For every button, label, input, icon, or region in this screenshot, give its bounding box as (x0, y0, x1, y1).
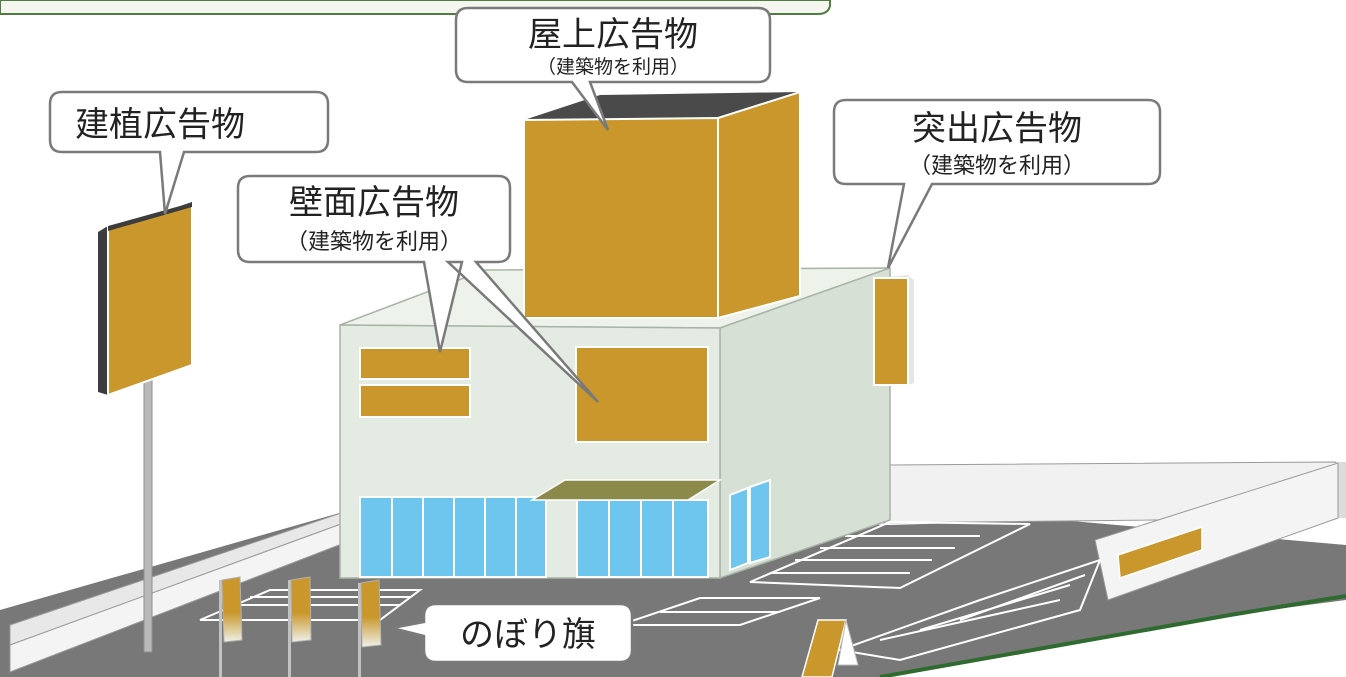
pole-sign (98, 200, 193, 653)
callout-rooftop-sub: （建築物を利用） (537, 56, 689, 78)
callout-rooftop: 屋上広告物 （建築物を利用） (454, 6, 772, 131)
callout-rooftop-bubble (454, 6, 772, 131)
projecting-sign (873, 275, 914, 386)
entrance-awning (529, 479, 723, 501)
a-frame-back (837, 619, 859, 666)
wall-sign-large (575, 346, 709, 443)
callout-pole-bubble (48, 90, 330, 215)
flag (360, 579, 382, 648)
callout-nobori-bubble (391, 602, 634, 664)
rooftop-sign-side (717, 90, 801, 320)
parking-lot (0, 461, 1346, 677)
pole-sign-top (108, 202, 192, 231)
flag-pole (288, 580, 291, 677)
callout-rooftop-title: 屋上広告物 (528, 15, 698, 55)
flag (290, 576, 312, 643)
callout-projecting-bubble (832, 98, 1162, 269)
flag (221, 576, 243, 643)
pole-sign-edge (98, 226, 108, 395)
pole-sign-post (143, 379, 153, 653)
wall-sign-lower (359, 384, 471, 418)
callout-wall-title: 壁面広告物 (289, 183, 459, 223)
pavement (0, 510, 1346, 677)
pole-sign-face (107, 200, 193, 397)
callout-projecting: 突出広告物 （建築物を利用） (832, 98, 1162, 269)
projecting-sign-face (873, 277, 909, 386)
nobori-flags (219, 576, 382, 677)
callout-pole: 建植広告物 (48, 90, 330, 215)
rooftop-sign (523, 90, 801, 320)
callout-nobori-title: のぼり旗 (460, 615, 596, 655)
a-frame-sign (801, 619, 859, 677)
flag-pole (219, 580, 222, 677)
callout-wall-bubble (236, 174, 599, 403)
callout-nobori: のぼり旗 (391, 602, 634, 664)
boundary-wall-sign (1117, 525, 1203, 580)
callout-wall-sub: （建築物を利用） (286, 230, 462, 255)
curb (879, 594, 1346, 677)
callout-projecting-title: 突出広告物 (912, 109, 1082, 149)
callout-pole-title: 建植広告物 (75, 105, 245, 145)
flag-pole (358, 583, 361, 677)
shop-windows (359, 478, 771, 578)
callout-wall: 壁面広告物 （建築物を利用） (236, 174, 599, 403)
building (339, 266, 891, 580)
rooftop-sign-front (523, 116, 719, 319)
callout-projecting-sub: （建築物を利用） (909, 154, 1085, 179)
wall-sign-upper (359, 347, 471, 380)
